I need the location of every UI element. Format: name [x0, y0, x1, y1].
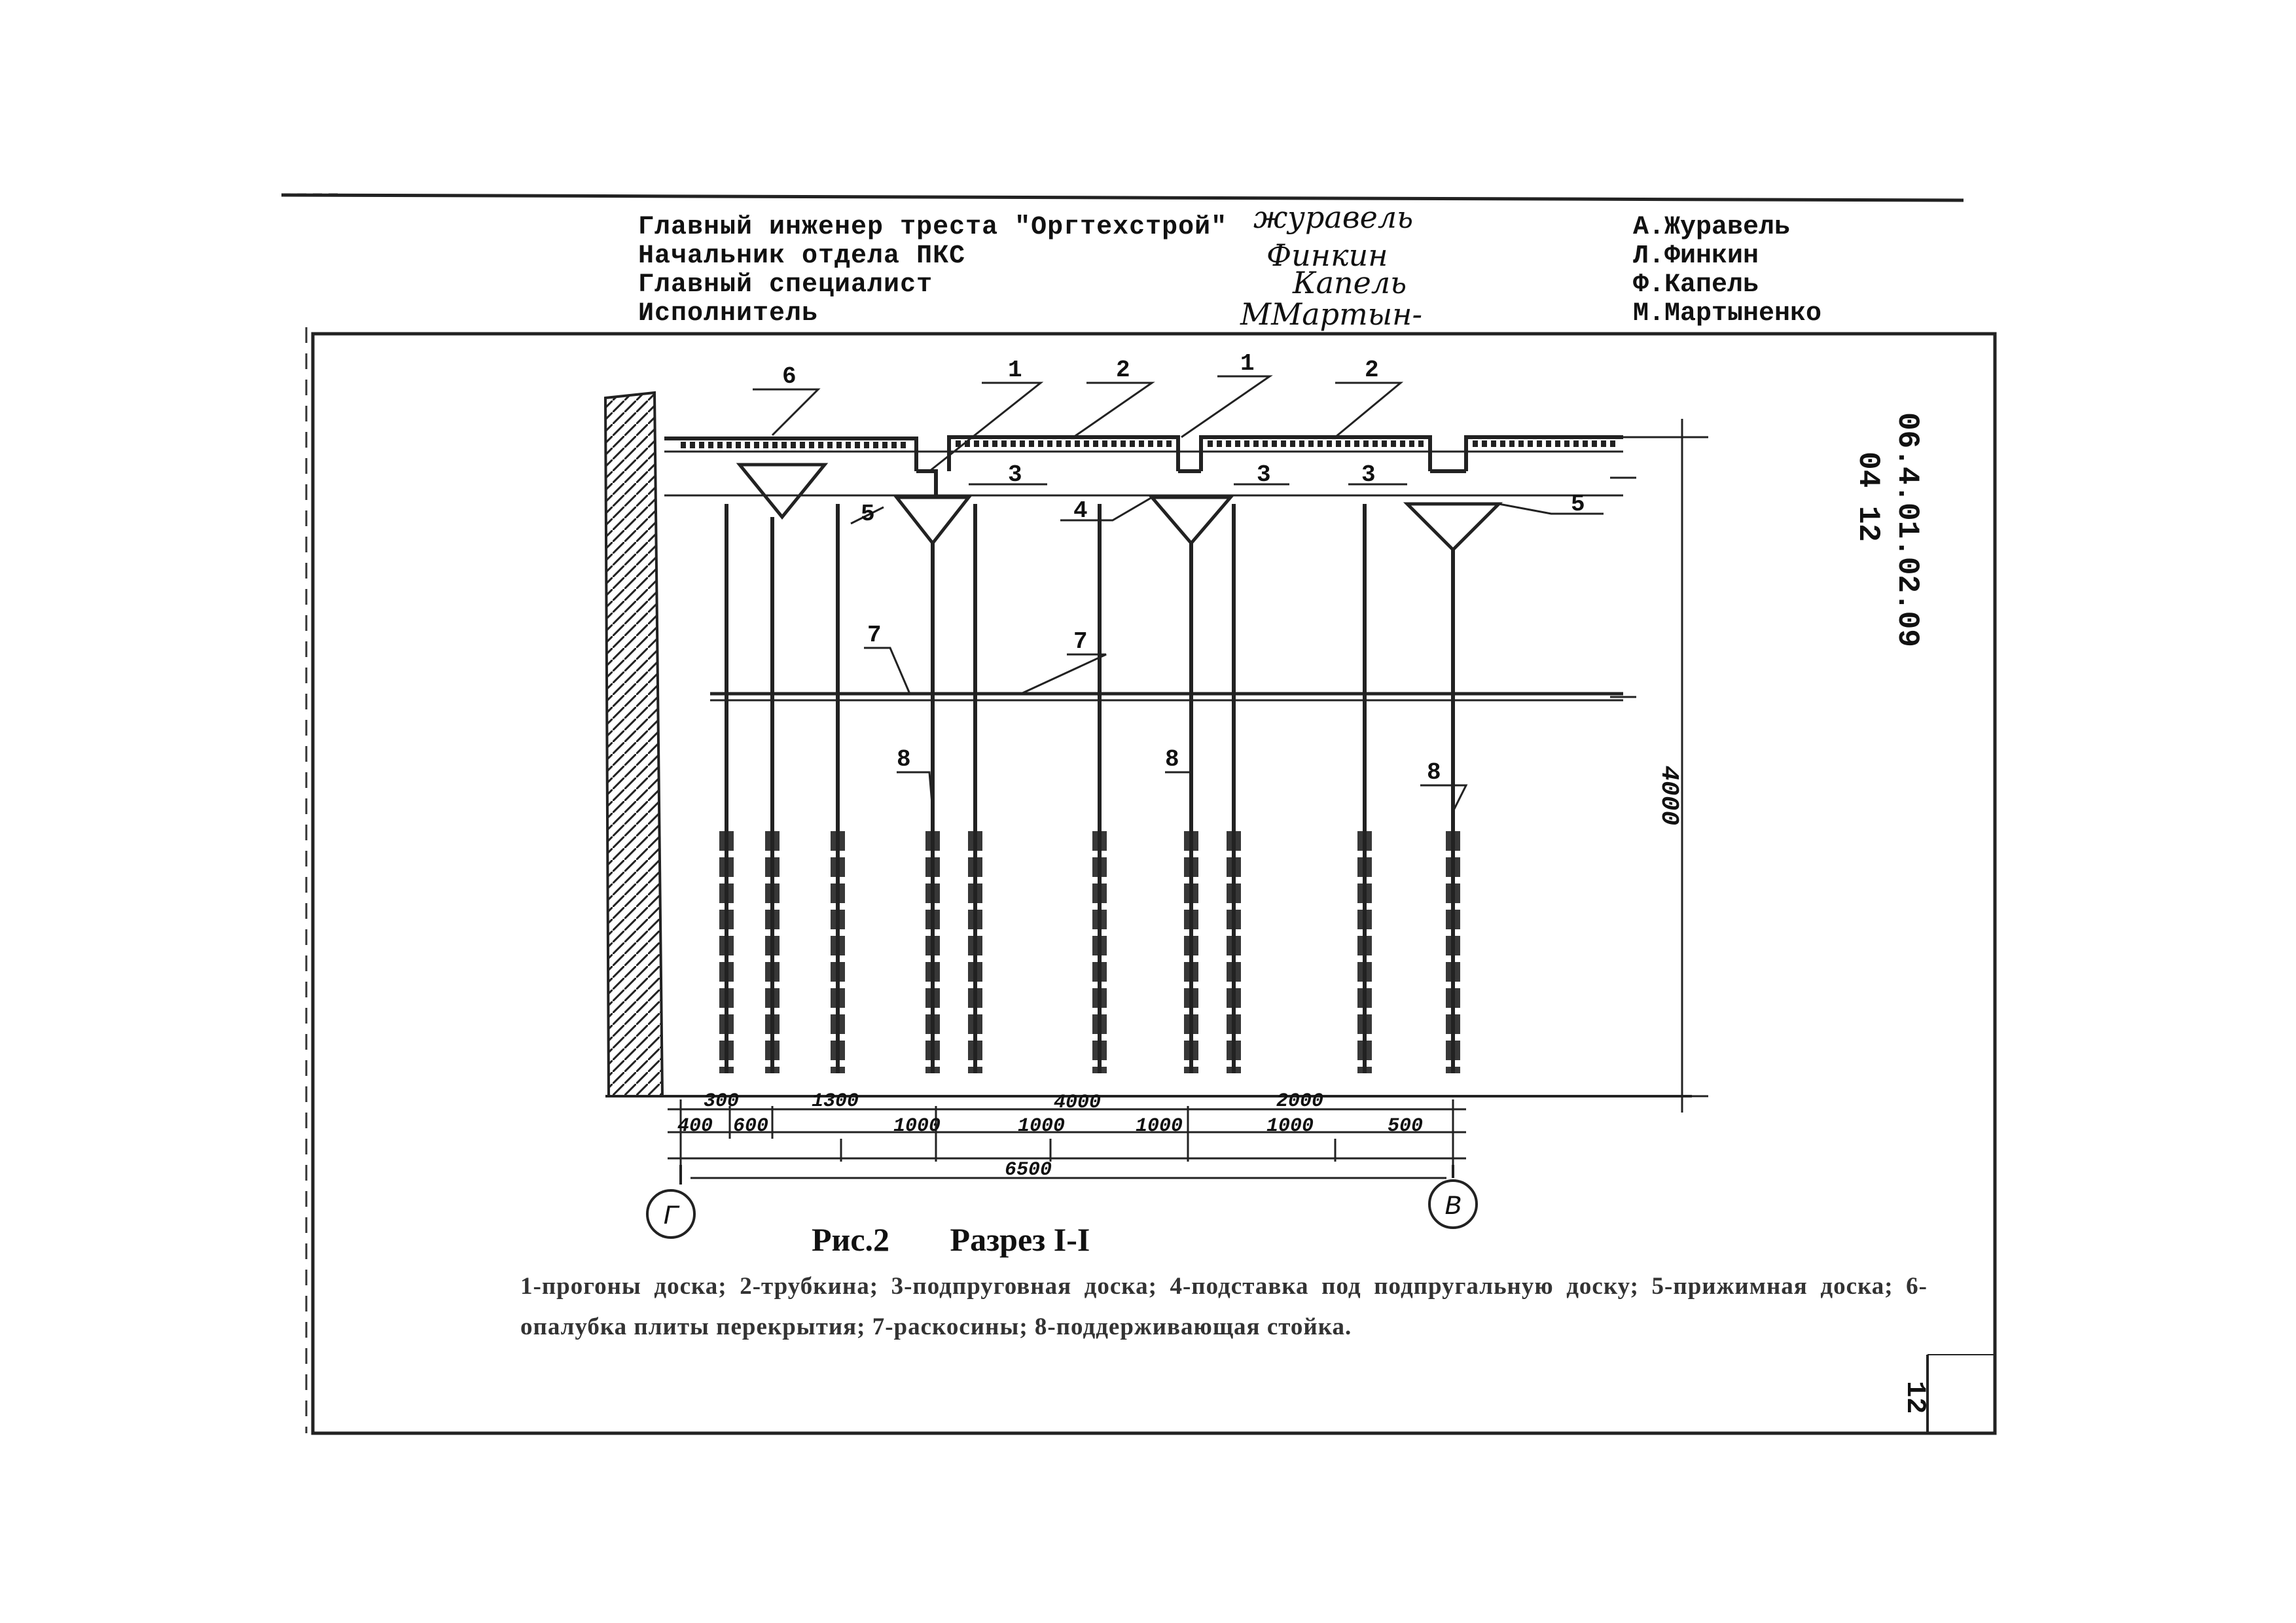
axis-markers [646, 1165, 1478, 1239]
dim-label: 500 [1388, 1115, 1423, 1137]
signature-role: Главный специалист [638, 270, 933, 300]
signature-row: Начальник отдела ПКС Финкин Л.Финкин [638, 238, 1882, 273]
handwritten-signature: Финкин [1266, 238, 1388, 273]
callout-label: 4 [1073, 497, 1088, 524]
dim-label: 1300 [812, 1090, 859, 1113]
signature-name: Л.Финкин [1633, 241, 1759, 271]
handwritten-signature: журавель [1253, 200, 1414, 235]
signature-role: Начальник отдела ПКС [638, 241, 966, 271]
signature-name: А.Журавель [1633, 213, 1791, 242]
callout-label: 5 [1571, 491, 1585, 518]
callout-label: 7 [867, 622, 882, 649]
callout-label: 6 [782, 363, 797, 390]
callout-label: 3 [1257, 461, 1271, 488]
signature-row: Главный специалист Капель Ф.Капель [638, 265, 1882, 300]
signature-role: Исполнитель [638, 299, 819, 329]
callout-label: 7 [1073, 628, 1088, 655]
callout-label: 2 [1365, 357, 1379, 383]
dim-label: 600 [733, 1115, 768, 1137]
figure-number: Рис.2 [812, 1221, 890, 1258]
dim-label: 1000 [1018, 1115, 1065, 1137]
signature-name: М.Мартыненко [1633, 299, 1822, 329]
handwritten-signature: Капель [1293, 265, 1407, 300]
dimension-labels: 300 1300 4000 2000 400 600 1000 1000 100… [677, 1090, 1423, 1181]
doc-code-secondary: 04 12 [1851, 452, 1885, 543]
axis-label: Г [662, 1201, 680, 1232]
section-title: Разрез I-I [950, 1221, 1090, 1258]
dim-label: 2000 [1276, 1090, 1323, 1113]
page-number: 12 [1899, 1381, 1931, 1414]
signature-role: Главный инженер треста "Оргтехстрой" [638, 213, 1228, 242]
callout-label: 1 [1008, 357, 1022, 383]
signature-row: Главный инженер треста "Оргтехстрой" жур… [638, 200, 1882, 242]
dim-label: 400 [677, 1115, 713, 1137]
legend-text: 1-прогоны доска; 2-трубкина; 3-подпругов… [520, 1273, 1928, 1340]
props [719, 504, 1460, 1073]
handwritten-signature: ММартын- [1240, 296, 1422, 332]
dim-label: 300 [704, 1090, 739, 1113]
top-rule [281, 193, 1964, 202]
drawing-frame [311, 332, 1997, 1435]
callout-label: 8 [1427, 759, 1441, 786]
dim-label: 1000 [893, 1115, 941, 1137]
wall [603, 391, 664, 1097]
dim-label: 6500 [1005, 1159, 1052, 1181]
callout-label: 3 [1008, 461, 1022, 488]
callout-label: 8 [897, 746, 911, 773]
callout-label: 5 [861, 501, 875, 527]
figure-caption: Рис.2 Разрез I-I [812, 1221, 1142, 1258]
signature-name: Ф.Капель [1633, 270, 1759, 300]
callout-label: 8 [1165, 746, 1179, 773]
height-dimension [1610, 419, 1708, 1113]
doc-code: 06.4.01.02.09 [1890, 412, 1924, 647]
axis-label: В [1444, 1191, 1461, 1222]
callout-label: 1 [1240, 350, 1255, 377]
callout-leaders [753, 375, 1604, 812]
callout-labels: 6 1 2 1 2 3 3 3 5 4 5 7 7 8 8 8 [782, 350, 1585, 786]
callout-label: 3 [1361, 461, 1376, 488]
signature-row: Исполнитель ММартын- М.Мартыненко [638, 296, 1882, 332]
height-dim-label: 4000 [1655, 766, 1683, 825]
prop-heads [736, 463, 1503, 552]
dim-label: 1000 [1136, 1115, 1183, 1137]
dim-label: 4000 [1054, 1092, 1101, 1114]
callout-label: 2 [1116, 357, 1130, 383]
dim-label: 1000 [1266, 1115, 1314, 1137]
slab-formwork [664, 435, 1623, 497]
